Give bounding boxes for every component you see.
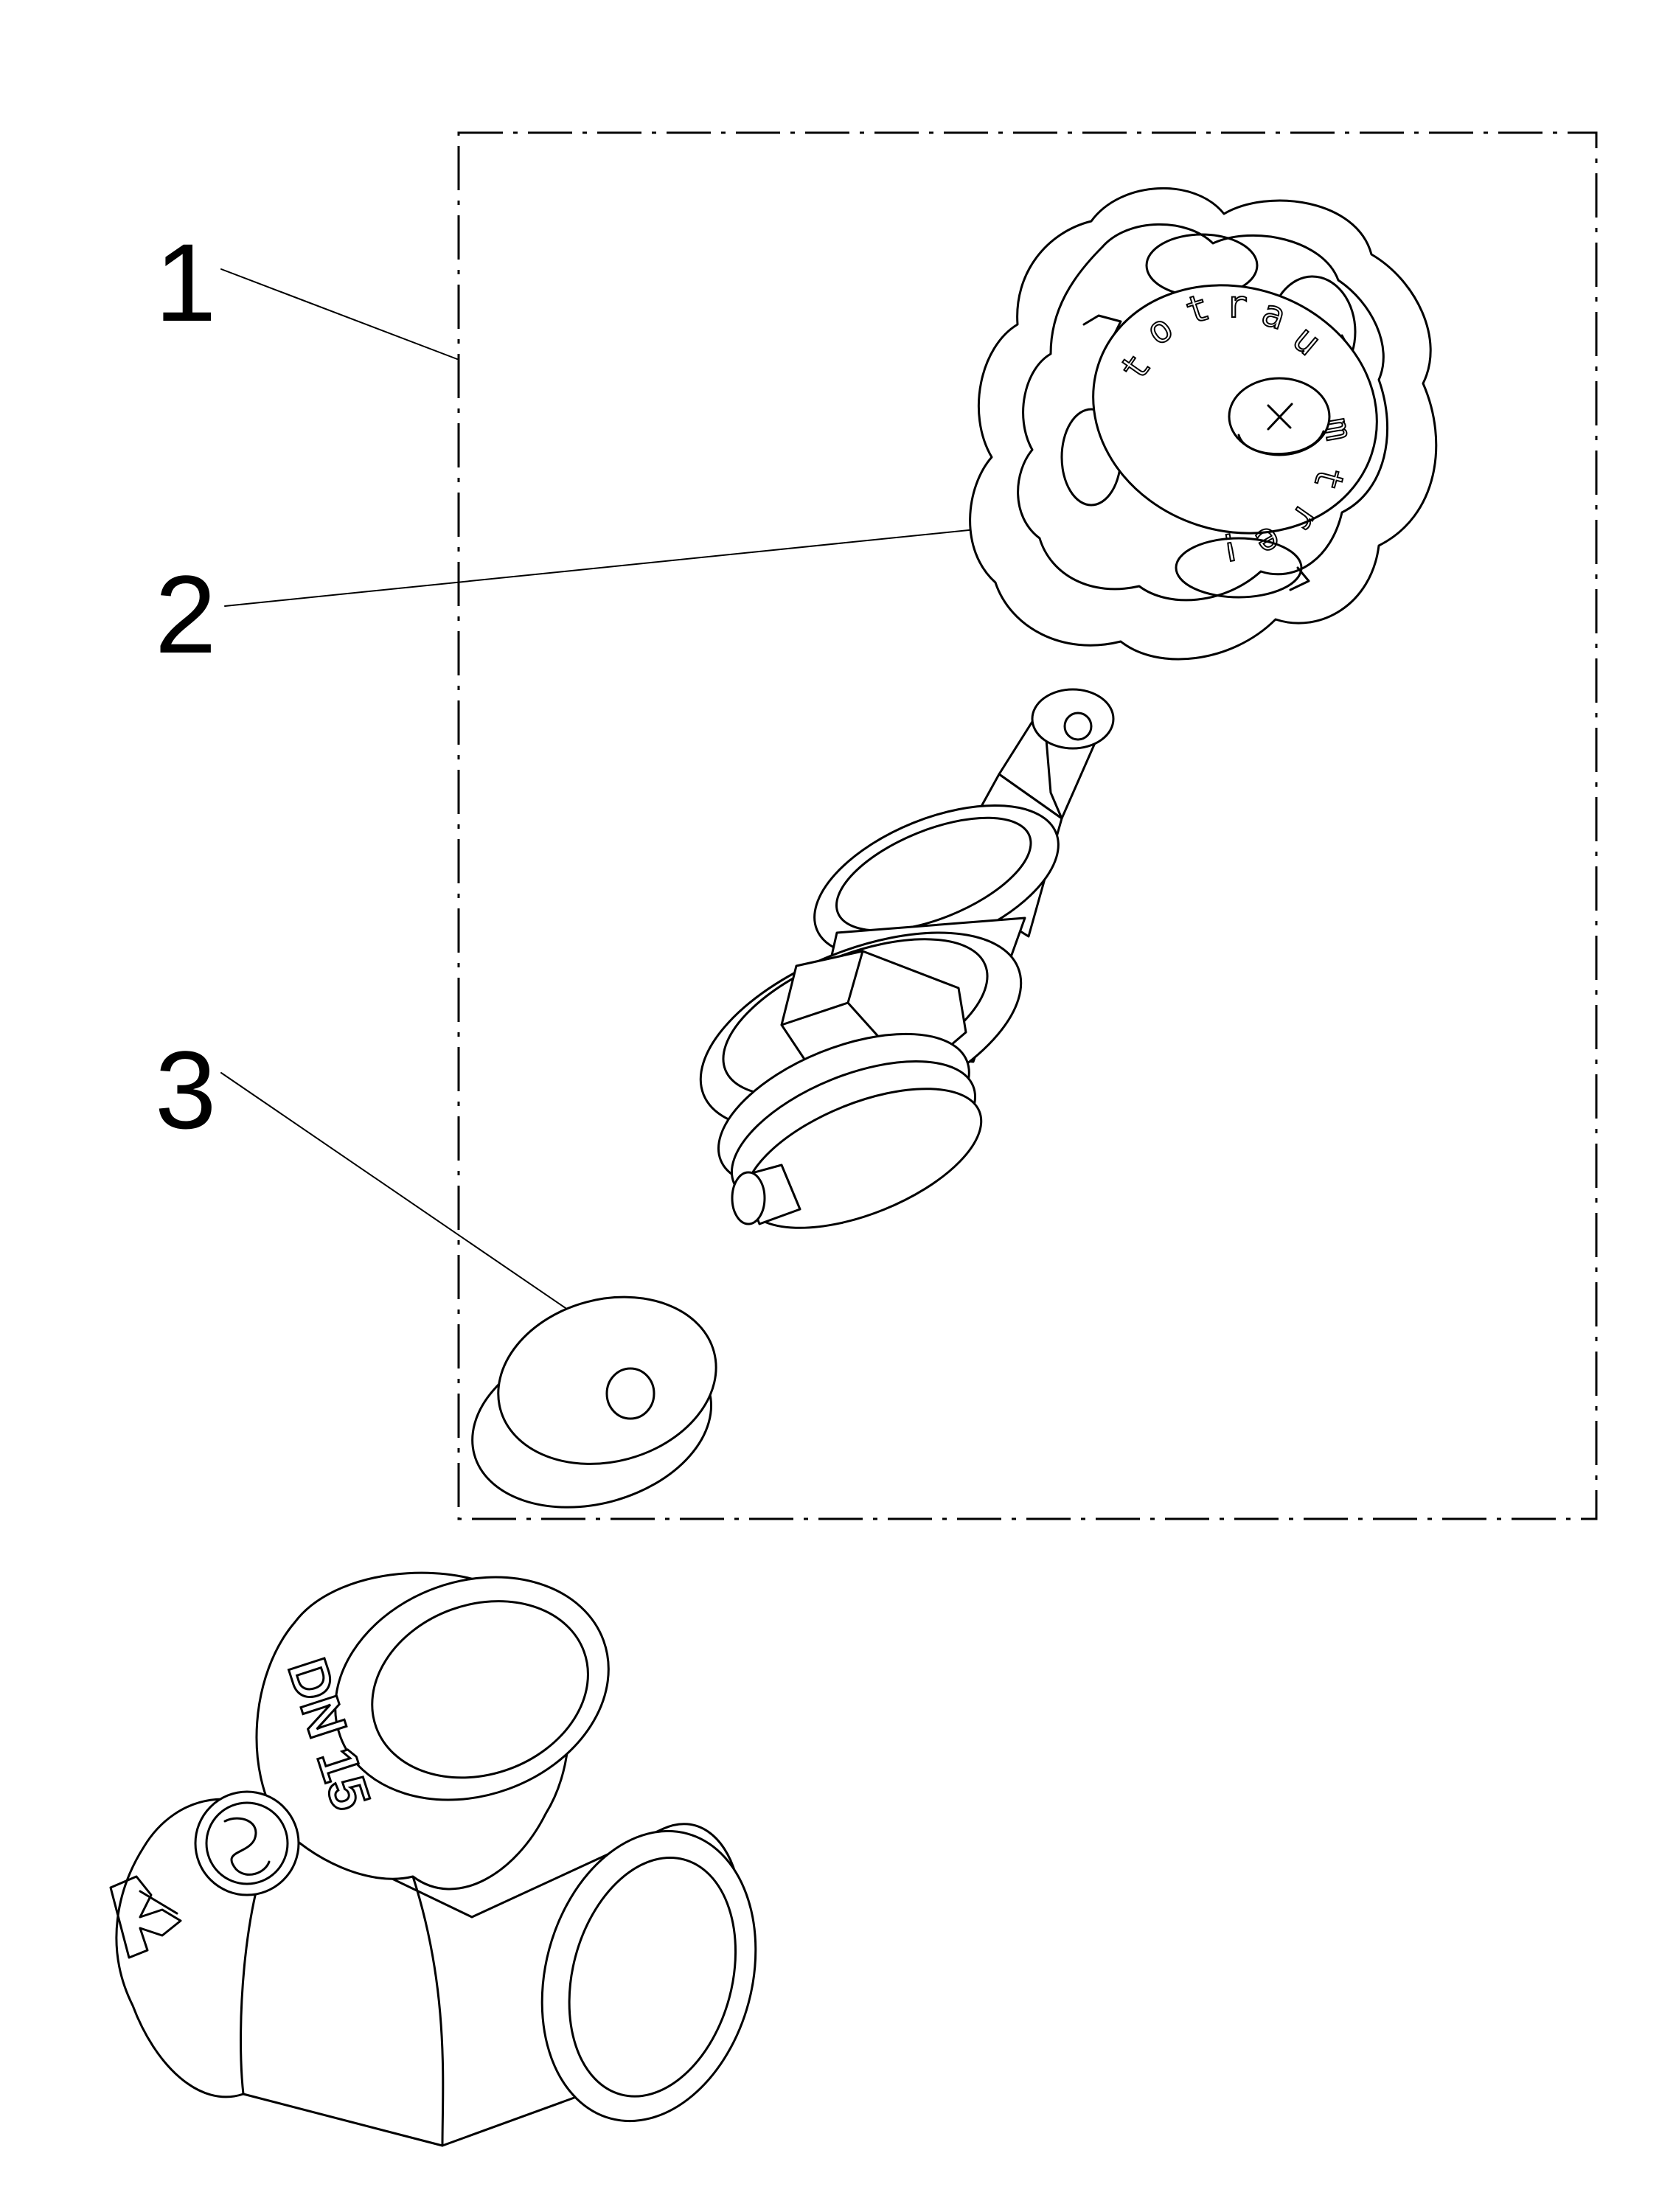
upper-port-opening [371, 1600, 589, 1779]
spindle-tip [1031, 688, 1115, 750]
brand-logo [194, 1790, 300, 1896]
assembly-frame [457, 131, 1598, 1520]
leader-line-1 [220, 268, 458, 360]
callout-2-number: 2 [155, 552, 216, 676]
washer-face [497, 1295, 717, 1465]
handwheel-text-4: r [1225, 283, 1248, 326]
valve-body: DN 15 [109, 1571, 757, 2147]
handwheel-screw [1228, 377, 1331, 456]
side-port-opening [568, 1856, 737, 2098]
side-port-rim [540, 1829, 757, 2123]
flow-arrow-icon [109, 1875, 182, 1959]
callout-2: 2 [155, 517, 1092, 676]
valve-washer [471, 1295, 717, 1509]
washer-hole [605, 1367, 655, 1420]
handwheel: t o t r a u m t r e ! [969, 187, 1438, 661]
callout-3-number: 3 [155, 1028, 216, 1152]
callout-1: 1 [155, 220, 458, 360]
callout-1-number: 1 [155, 220, 216, 344]
upper-port-rim [334, 1576, 610, 1801]
valve-head [699, 688, 1115, 1229]
callout-3: 3 [155, 1028, 594, 1328]
leader-line-2 [224, 517, 1092, 607]
leader-line-3 [220, 1072, 594, 1328]
spoke-boss-3 [1175, 537, 1303, 599]
